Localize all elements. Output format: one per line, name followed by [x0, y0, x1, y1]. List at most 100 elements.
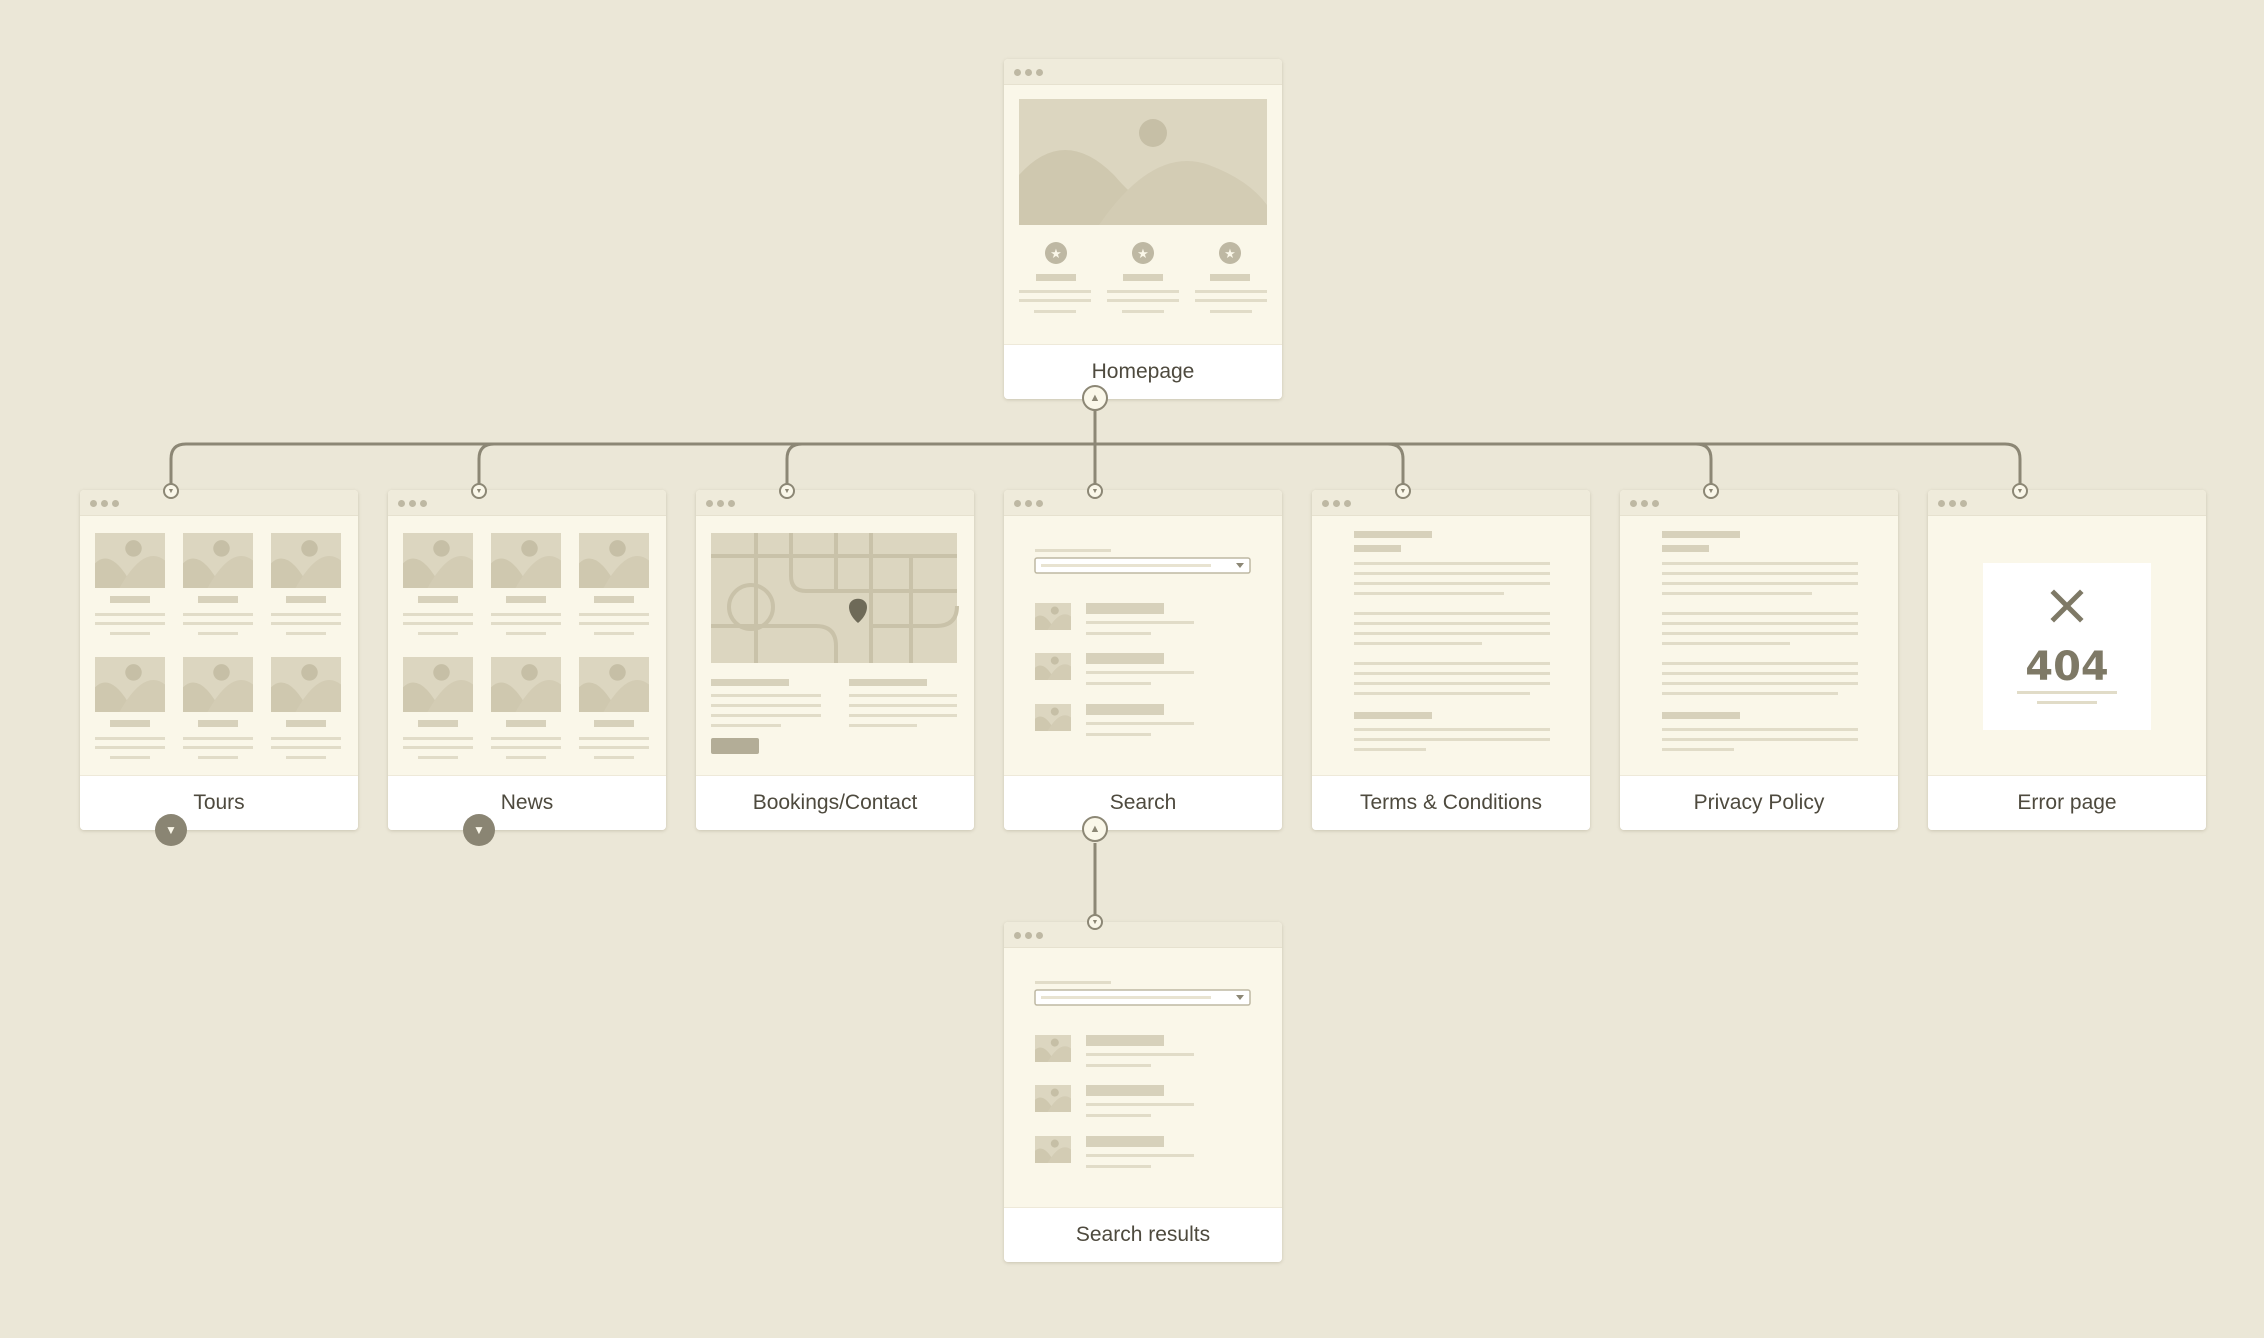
terms-card[interactable]: Terms & Conditions: [1312, 490, 1590, 830]
line: [1662, 682, 1858, 685]
submit-button-placeholder: [711, 738, 759, 754]
browser-bar: [1004, 490, 1282, 516]
line: [1354, 642, 1482, 645]
line: [1662, 572, 1858, 575]
browser-bar: [388, 490, 666, 516]
window-dot: [1322, 500, 1329, 507]
search-select: [1034, 989, 1251, 1006]
page-title: Bookings/Contact: [696, 775, 974, 830]
line: [1354, 662, 1550, 665]
line: [1354, 672, 1550, 675]
line: [1662, 662, 1858, 665]
error-wireframe: 404: [1928, 516, 2206, 776]
window-dot: [1025, 69, 1032, 76]
subheading: [1354, 712, 1432, 719]
error-page-card[interactable]: 404 Error page: [1928, 490, 2206, 830]
image-icon: [271, 533, 341, 588]
line: [1662, 672, 1858, 675]
bookings-contact-card[interactable]: Bookings/Contact: [696, 490, 974, 830]
grid-item: [271, 657, 341, 759]
result-item: [1035, 1085, 1194, 1117]
search-card[interactable]: Search: [1004, 490, 1282, 830]
line: [1662, 622, 1858, 625]
chevron-down-icon: ▼: [1091, 487, 1099, 495]
heading: [1354, 531, 1432, 538]
browser-bar: [1312, 490, 1590, 516]
grid-item: [95, 657, 165, 759]
connector-news: [477, 442, 495, 490]
line: [1354, 592, 1504, 595]
window-dot: [1641, 500, 1648, 507]
line: [1354, 738, 1550, 741]
image-icon: [491, 533, 561, 588]
connector-node-search[interactable]: ▼: [1087, 483, 1103, 499]
result-item: [1035, 653, 1194, 685]
chevron-up-icon: ▲: [1089, 391, 1101, 404]
result-item: [1035, 704, 1194, 736]
privacy-card[interactable]: Privacy Policy: [1620, 490, 1898, 830]
close-icon: [2050, 589, 2084, 623]
window-dot: [112, 500, 119, 507]
window-dot: [1014, 932, 1021, 939]
image-icon: [95, 657, 165, 712]
chevron-down-icon: ▼: [167, 487, 175, 495]
window-dot: [1652, 500, 1659, 507]
subheading: [1354, 545, 1401, 552]
image-icon: [271, 657, 341, 712]
news-card[interactable]: News: [388, 490, 666, 830]
image-icon: [1035, 1136, 1071, 1163]
line: [1354, 562, 1550, 565]
line: [1354, 572, 1550, 575]
chevron-up-icon: ▲: [1089, 822, 1101, 835]
collapse-toggle-homepage[interactable]: ▲: [1082, 385, 1108, 411]
line: [1354, 622, 1550, 625]
window-dot: [706, 500, 713, 507]
image-icon: [579, 657, 649, 712]
search-wireframe: [1004, 516, 1282, 776]
connector-node-error[interactable]: ▼: [2012, 483, 2028, 499]
chevron-down-icon: [1236, 995, 1244, 1000]
chevron-down-icon: ▼: [783, 487, 791, 495]
line: [1662, 728, 1858, 731]
line: [1662, 612, 1858, 615]
line: [1354, 612, 1550, 615]
homepage-card[interactable]: ★ ★ ★ Homepag: [1004, 59, 1282, 399]
line: [1354, 748, 1426, 751]
privacy-wireframe: [1620, 516, 1898, 776]
collapse-toggle-search[interactable]: ▲: [1082, 816, 1108, 842]
page-title: Tours: [80, 775, 358, 830]
line: [1662, 632, 1858, 635]
line: [1662, 748, 1734, 751]
connector-node-terms[interactable]: ▼: [1395, 483, 1411, 499]
line: [1662, 592, 1812, 595]
grid-item: [183, 533, 253, 635]
window-dot: [1960, 500, 1967, 507]
connector-terms: [1387, 442, 1405, 490]
expand-toggle-tours[interactable]: ▼: [155, 814, 187, 846]
grid-item: [579, 533, 649, 635]
window-dot: [1036, 500, 1043, 507]
browser-bar: [696, 490, 974, 516]
image-icon: [1035, 653, 1071, 680]
tours-card[interactable]: Tours: [80, 490, 358, 830]
expand-toggle-news[interactable]: ▼: [463, 814, 495, 846]
terms-wireframe: [1312, 516, 1590, 776]
search-results-card[interactable]: Search results: [1004, 922, 1282, 1262]
line: [1662, 738, 1858, 741]
window-dot: [1036, 932, 1043, 939]
connector-node-bookings[interactable]: ▼: [779, 483, 795, 499]
window-dot: [1949, 500, 1956, 507]
subheading: [1662, 712, 1740, 719]
hero-image-icon: [1019, 99, 1267, 225]
window-dot: [409, 500, 416, 507]
connector-node-privacy[interactable]: ▼: [1703, 483, 1719, 499]
tours-grid-wireframe: [80, 516, 358, 776]
connector-node-search-results[interactable]: ▼: [1087, 914, 1103, 930]
page-title: Terms & Conditions: [1312, 775, 1590, 830]
chevron-down-icon: ▼: [473, 823, 485, 837]
result-item: [1035, 603, 1194, 635]
connector-node-news[interactable]: ▼: [471, 483, 487, 499]
page-title: Privacy Policy: [1620, 775, 1898, 830]
image-icon: [579, 533, 649, 588]
connector-node-tours[interactable]: ▼: [163, 483, 179, 499]
